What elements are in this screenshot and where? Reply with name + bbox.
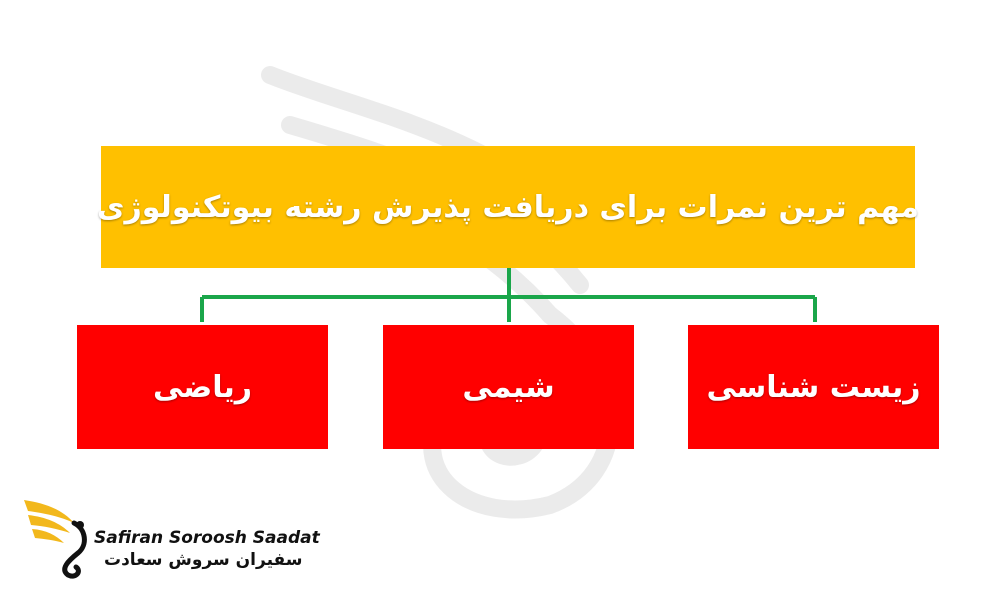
bird-watermark <box>261 66 619 519</box>
child-box-mathematics: ریاضی <box>77 325 328 449</box>
diagram-title: مهم ترین نمرات برای دریافت پذیرش رشته بی… <box>96 189 920 225</box>
logo-name-fa: سفیران سروش سعادت <box>104 550 303 570</box>
child-label-chemistry: شیمی <box>462 369 555 405</box>
child-label-biology: زیست شناسی <box>706 369 921 405</box>
bird-logo-icon <box>24 500 87 579</box>
child-box-chemistry: شیمی <box>383 325 634 449</box>
logo-name-en: Safiran Soroosh Saadat <box>94 528 320 548</box>
title-box: مهم ترین نمرات برای دریافت پذیرش رشته بی… <box>97 146 919 268</box>
child-label-mathematics: ریاضی <box>152 369 253 405</box>
company-logo: Safiran Soroosh Saadat سفیران سروش سعادت <box>22 495 320 580</box>
child-box-biology: زیست شناسی <box>688 325 939 449</box>
